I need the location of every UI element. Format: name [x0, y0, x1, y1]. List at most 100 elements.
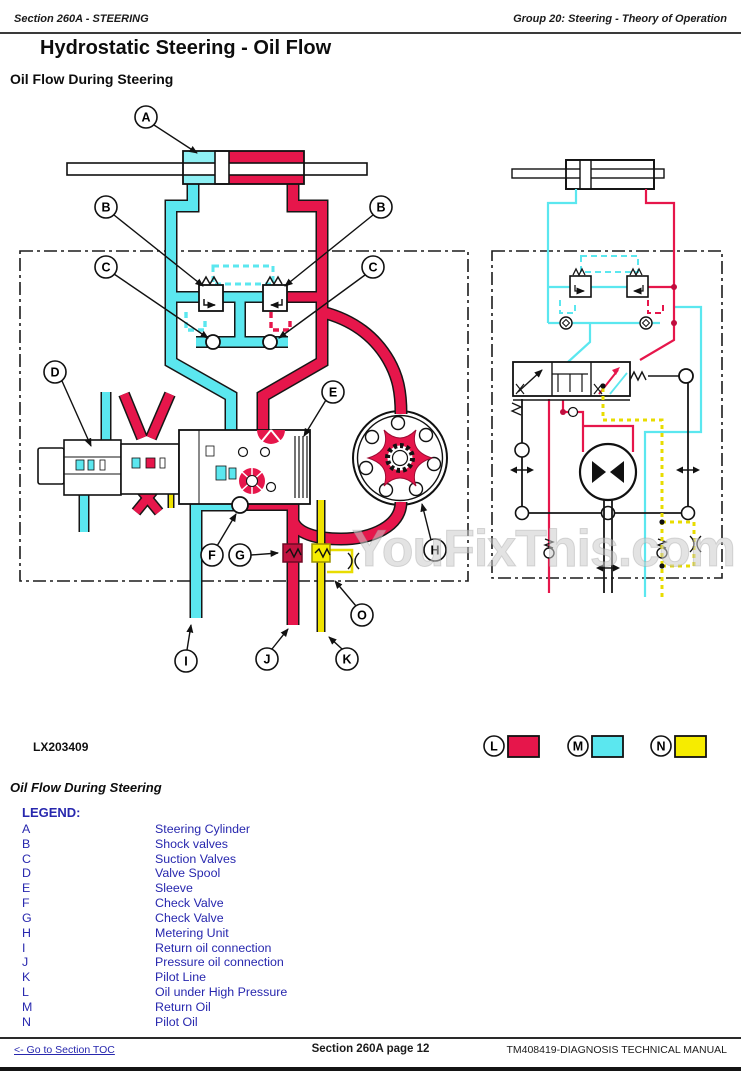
sleeve-splines	[294, 436, 308, 498]
schematic-motor-circuit	[510, 383, 700, 593]
main-callouts: A B B C C D E F G H I J K O	[43, 105, 447, 673]
callout-d: D	[43, 360, 67, 384]
header-group: Group 20: Steering - Theory of Operation	[513, 13, 727, 25]
callout-f: F	[200, 543, 224, 567]
svg-text:M: M	[573, 740, 583, 754]
spring-icon	[201, 275, 219, 286]
cylinder-piston	[214, 150, 230, 185]
figure-caption-top: Oil Flow During Steering	[10, 71, 174, 87]
color-key-m: M	[567, 735, 624, 758]
schematic-pilot-line	[600, 383, 702, 597]
toc-link[interactable]: <- Go to Section TOC	[14, 1044, 115, 1056]
suction-valve-right	[262, 334, 278, 350]
callout-c-left: C	[94, 255, 118, 279]
legend-title: LEGEND:	[22, 805, 81, 820]
schematic-diagram	[491, 159, 723, 597]
svg-text:I: I	[184, 655, 187, 669]
lever-knob	[678, 368, 694, 384]
pilot-valve	[311, 543, 360, 574]
motor-shaft	[603, 500, 613, 593]
svg-text:H: H	[430, 544, 439, 558]
header-rule	[0, 32, 741, 34]
svg-text:A: A	[141, 111, 150, 125]
svg-text:B: B	[376, 201, 385, 215]
steering-cylinder	[66, 150, 368, 185]
shock-valve-right	[262, 284, 288, 312]
svg-text:F: F	[208, 549, 216, 563]
footer-manual-id: TM408419-DIAGNOSIS TECHNICAL MANUAL	[506, 1044, 727, 1056]
color-key-n: N	[650, 735, 707, 758]
callout-j: J	[255, 647, 279, 671]
pilot-dashed-line	[211, 264, 275, 286]
metering-unit	[352, 410, 448, 506]
shock-valve-left	[198, 284, 224, 312]
restrictor-icon	[347, 552, 360, 570]
spring-icon	[265, 275, 283, 286]
callout-o: O	[350, 603, 374, 627]
color-key: L M N	[483, 735, 707, 758]
svg-text:K: K	[342, 653, 351, 667]
schematic-shock-valves	[559, 255, 664, 314]
schematic-boundary-box	[491, 250, 723, 579]
spring-icon	[572, 267, 586, 277]
spring-icon	[543, 538, 555, 549]
gerotor-rotor	[366, 429, 434, 487]
return-oil-swatch	[591, 735, 624, 758]
svg-text:N: N	[656, 740, 665, 754]
svg-text:E: E	[329, 386, 337, 400]
svg-text:D: D	[50, 366, 59, 380]
svg-text:O: O	[357, 609, 367, 623]
sleeve-housing	[178, 429, 311, 505]
svg-text:J: J	[264, 653, 271, 667]
watermark: YouFixThis.com	[352, 520, 736, 578]
footer-page-number: Section 260A page 12	[311, 1043, 430, 1055]
suction-valve-left	[205, 334, 221, 350]
steering-motor	[578, 442, 638, 502]
schematic-return-lines	[546, 189, 703, 597]
footer-rule	[0, 1037, 741, 1039]
svg-text:G: G	[235, 549, 245, 563]
svg-text:B: B	[101, 201, 110, 215]
schematic-pressure-lines	[547, 189, 676, 593]
callout-b-right: B	[369, 195, 393, 219]
check-valve-ball	[231, 496, 249, 514]
component-boundary-box	[19, 250, 469, 582]
callout-k: K	[335, 647, 359, 671]
callout-a: A	[134, 105, 158, 129]
callout-e: E	[321, 380, 345, 404]
callout-c-right: C	[361, 255, 385, 279]
figure-number: LX203409	[33, 740, 89, 754]
schematic-cylinder	[511, 159, 665, 190]
main-diagram: A B B C C D E F G H I J K O	[19, 105, 469, 673]
spring-icon	[629, 267, 643, 277]
page-edge	[0, 1067, 741, 1071]
spring-icon	[629, 370, 647, 382]
svg-text:C: C	[101, 261, 110, 275]
shock-valves	[184, 264, 292, 332]
restrictor-icon	[689, 535, 702, 553]
check-valve-g	[282, 543, 303, 563]
callout-g: G	[228, 543, 252, 567]
directional-valve	[512, 361, 694, 401]
callout-i: I	[174, 649, 198, 673]
svg-text:C: C	[368, 261, 377, 275]
callout-b-left: B	[94, 195, 118, 219]
schematic-check-valves	[559, 316, 653, 418]
pilot-oil-swatch	[674, 735, 707, 758]
header-section: Section 260A - STEERING	[14, 13, 149, 25]
